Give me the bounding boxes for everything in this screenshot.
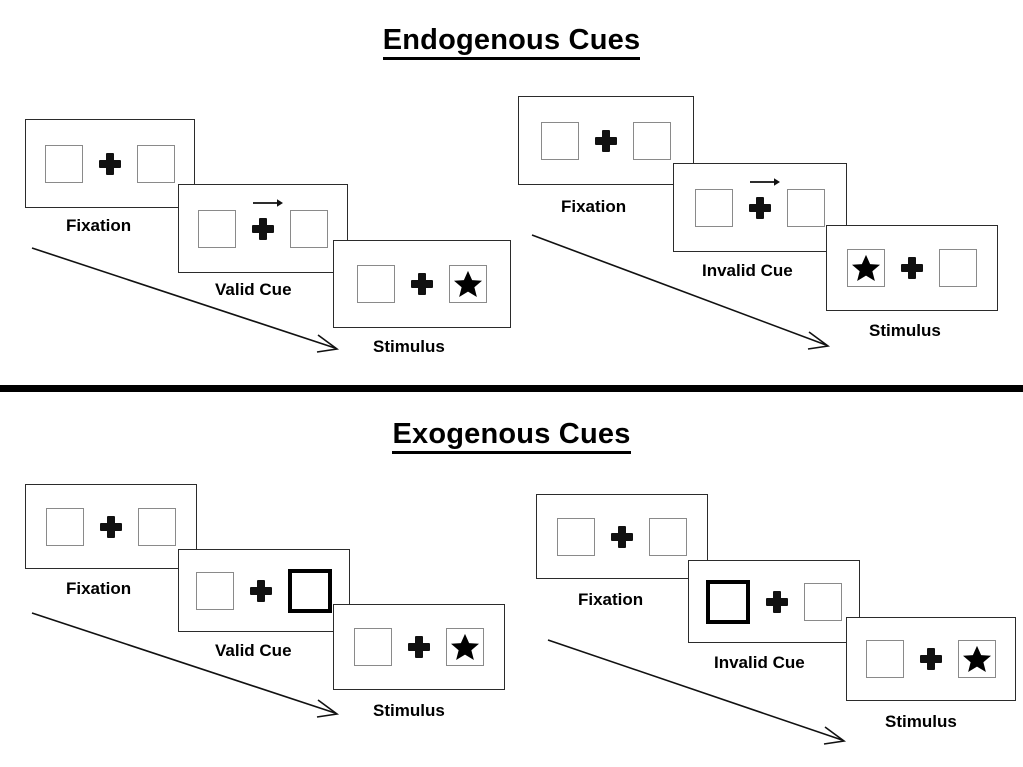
arrow-right-icon [253, 198, 283, 207]
frame-label-fixation: Fixation [578, 590, 644, 609]
left-box [866, 640, 904, 678]
frame-fixation[interactable] [518, 96, 694, 185]
time-flow-arrow [531, 234, 831, 350]
fixation-cross [747, 177, 780, 223]
frame-fixation[interactable] [536, 494, 708, 579]
fixation-cross [97, 149, 123, 179]
frame-label-fixation: Fixation [66, 216, 132, 235]
fixation-cross [609, 522, 635, 552]
frame-cue[interactable] [673, 163, 847, 252]
frame-stimulus[interactable] [333, 604, 505, 690]
frame-label-cue: Invalid Cue [702, 261, 793, 280]
right-box [290, 209, 328, 248]
time-flow-arrow [31, 612, 340, 718]
frame-label-stimulus: Stimulus [885, 712, 957, 731]
left-box-cued [706, 579, 750, 624]
right-box-cued [288, 568, 332, 613]
time-flow-arrow [547, 639, 847, 745]
right-box-with-target [449, 265, 487, 303]
frame-label-cue: Valid Cue [215, 641, 292, 660]
exogenous-title-text: Exogenous Cues [392, 418, 631, 454]
fixation-cross [98, 512, 124, 542]
fixation-cross [248, 576, 274, 606]
fixation-cross [409, 269, 435, 299]
frame-stimulus[interactable] [826, 225, 998, 311]
right-box [787, 188, 825, 227]
right-box [804, 582, 842, 621]
fixation-cross [899, 253, 925, 283]
right-box [649, 517, 687, 556]
frame-label-stimulus: Stimulus [869, 321, 941, 340]
frame-fixation[interactable] [25, 119, 195, 208]
left-box [46, 507, 84, 546]
frame-label-stimulus: Stimulus [373, 701, 445, 720]
star-icon [454, 270, 482, 297]
right-box [138, 507, 176, 546]
frame-cue[interactable] [178, 549, 350, 632]
left-box [541, 121, 579, 160]
right-box [137, 144, 175, 183]
frame-label-stimulus: Stimulus [373, 337, 445, 356]
left-box [196, 571, 234, 610]
arrow-right-icon [750, 177, 780, 186]
frame-label-fixation: Fixation [561, 197, 627, 216]
frame-cue[interactable] [178, 184, 348, 273]
section-divider [0, 385, 1023, 392]
fixation-cross [250, 198, 283, 244]
endogenous-section-title: Endogenous Cues [0, 24, 1023, 60]
fixation-cross [406, 632, 432, 662]
left-box [354, 628, 392, 666]
left-box-with-target [847, 249, 885, 287]
frame-fixation[interactable] [25, 484, 197, 569]
fixation-cross [918, 644, 944, 674]
fixation-cross [764, 587, 790, 617]
right-box [939, 249, 977, 287]
right-box [633, 121, 671, 160]
left-box [557, 517, 595, 556]
frame-label-cue: Valid Cue [215, 280, 292, 299]
frame-stimulus[interactable] [846, 617, 1016, 701]
frame-stimulus[interactable] [333, 240, 511, 328]
left-box [45, 144, 83, 183]
exogenous-section-title: Exogenous Cues [0, 418, 1023, 454]
frame-label-cue: Invalid Cue [714, 653, 805, 672]
right-box-with-target [958, 640, 996, 678]
left-box [357, 265, 395, 303]
time-flow-arrow [31, 247, 340, 353]
endogenous-title-text: Endogenous Cues [382, 24, 641, 60]
fixation-cross [593, 126, 619, 156]
left-box [198, 209, 236, 248]
star-icon [852, 254, 880, 281]
right-box-with-target [446, 628, 484, 666]
star-icon [963, 645, 991, 672]
frame-cue[interactable] [688, 560, 860, 643]
star-icon [451, 633, 479, 660]
frame-label-fixation: Fixation [66, 579, 132, 598]
left-box [695, 188, 733, 227]
